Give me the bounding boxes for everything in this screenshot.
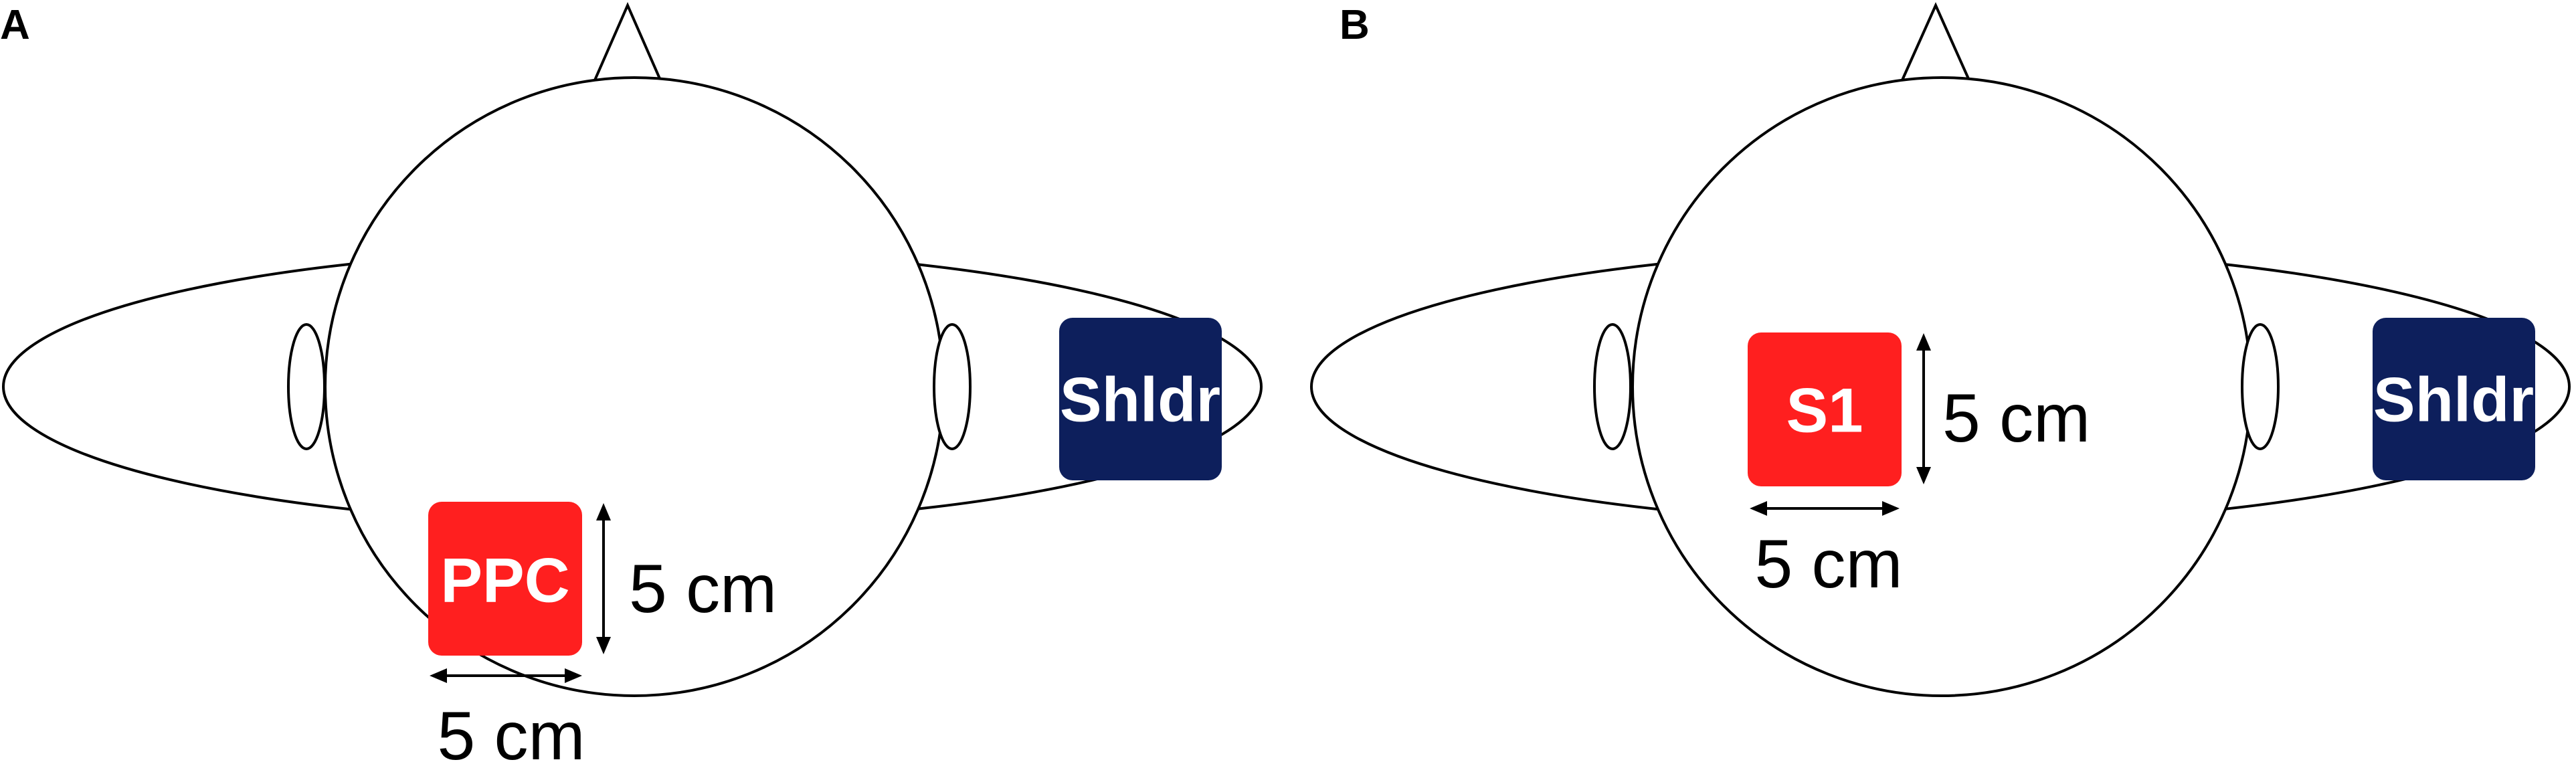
- width-dimension-label: 5 cm: [437, 698, 585, 766]
- width-dimension: 5 cm: [430, 668, 585, 766]
- active-electrode-pad: [428, 502, 582, 656]
- active-electrode: S1: [1748, 332, 1902, 486]
- height-dimension-label: 5 cm: [629, 551, 777, 627]
- panel-a: A Shldr PPC 5 cm: [0, 2, 1263, 766]
- height-dimension: 5 cm: [596, 503, 777, 654]
- height-arrowhead-top: [596, 503, 611, 520]
- active-electrode: PPC: [428, 502, 582, 656]
- right-ear-outline: [2241, 323, 2280, 450]
- reference-electrode-pad: [2373, 318, 2535, 480]
- left-ear-outline: [1593, 323, 1632, 450]
- reference-electrode-label: Shldr: [1060, 365, 1220, 435]
- nose-outline: [591, 2, 664, 83]
- reference-electrode-pad: [1059, 318, 1222, 480]
- reference-electrode: Shldr: [2373, 318, 2535, 480]
- active-electrode-pad: [1748, 332, 1902, 486]
- reference-electrode: Shldr: [1059, 318, 1222, 480]
- width-arrowhead-right: [565, 668, 582, 683]
- panel-a-letter: A: [0, 2, 30, 48]
- height-dimension-label: 5 cm: [1942, 380, 2090, 456]
- panel-b-letter: B: [1340, 2, 1370, 48]
- nose-outline: [1899, 2, 1972, 83]
- height-arrowhead-bottom: [1916, 467, 1931, 484]
- width-arrowhead-left: [1750, 501, 1767, 516]
- active-electrode-label: S1: [1786, 375, 1863, 446]
- height-dimension: 5 cm: [1916, 333, 2090, 484]
- width-dimension-label: 5 cm: [1754, 526, 1902, 602]
- right-ear-outline: [933, 323, 972, 450]
- active-electrode-label: PPC: [440, 545, 569, 615]
- height-arrowhead-top: [1916, 333, 1931, 351]
- width-arrowhead-left: [430, 668, 447, 683]
- head-outline: [1631, 76, 2252, 697]
- width-dimension: 5 cm: [1750, 501, 1903, 602]
- height-arrowhead-bottom: [596, 637, 611, 654]
- width-arrowhead-right: [1882, 501, 1900, 516]
- reference-electrode-label: Shldr: [2373, 365, 2534, 435]
- panel-b: B Shldr S1 5 cm: [1310, 2, 2571, 697]
- left-ear-outline: [287, 323, 326, 450]
